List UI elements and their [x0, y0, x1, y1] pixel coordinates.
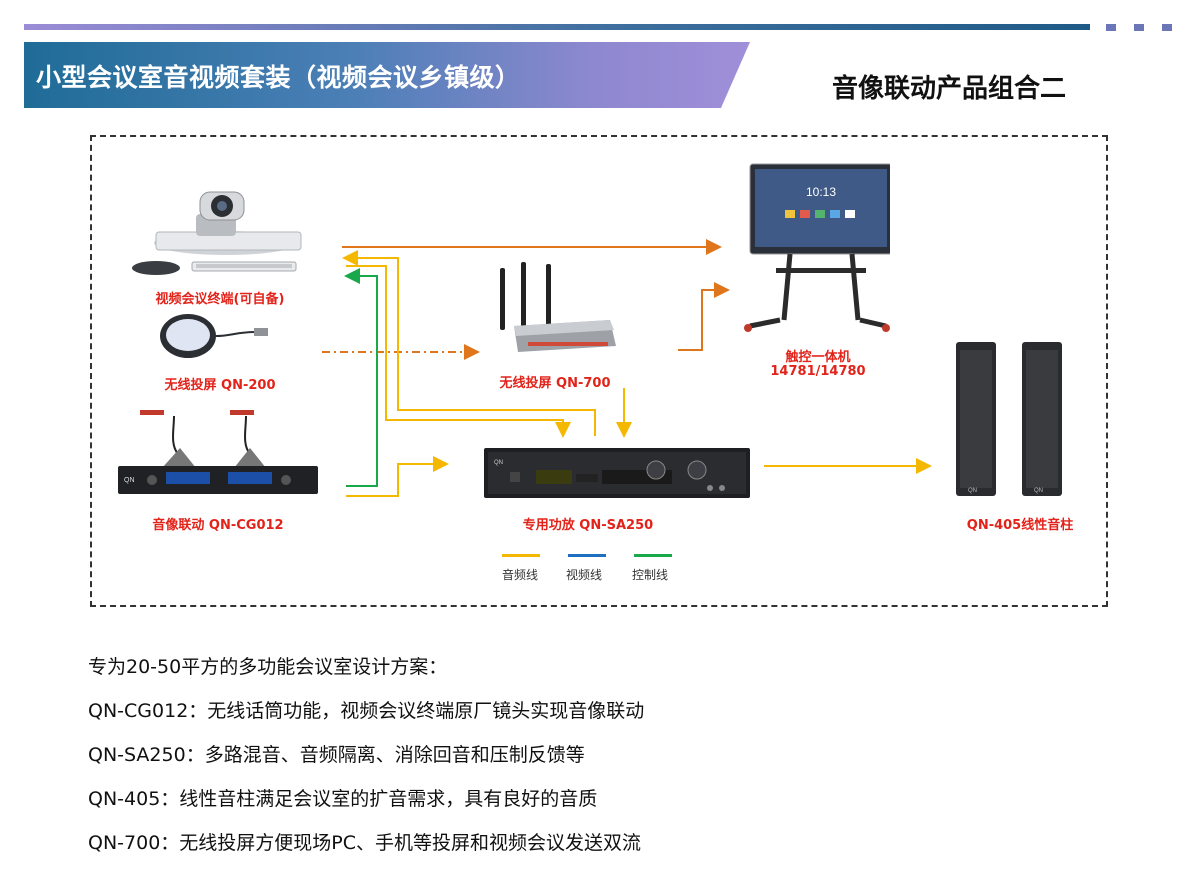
- cg012-label: 音像联动 QN-CG012: [152, 518, 284, 533]
- description-line-1: 专为20-50平方的多功能会议室设计方案：: [88, 656, 448, 678]
- cg012-receiver-device: QN: [118, 410, 318, 494]
- terminal-label: 视频会议终端(可自备): [155, 292, 285, 307]
- panel-label: 触控一体机: [785, 350, 851, 365]
- wire-audio-amp-to-terminal-1: [342, 250, 596, 436]
- speaker-right-brand-mark: QN: [1034, 488, 1043, 494]
- description-line-2: QN-CG012：无线话筒功能，视频会议终端原厂镜头实现音像联动: [88, 700, 645, 722]
- wire-audio-cg012-to-amp: [346, 456, 449, 497]
- legend-control-line: [634, 554, 672, 557]
- qn200-dongle-device: [160, 314, 268, 358]
- wire-audio-terminal-to-amp-2: [346, 265, 571, 438]
- qn200-label: 无线投屏 QN-200: [164, 378, 276, 393]
- wire-qn700-to-panel: [678, 282, 730, 351]
- video-terminal-device: [132, 191, 302, 275]
- sa250-label: 专用功放 QN-SA250: [522, 518, 654, 533]
- panel-model-label: 14781/14780: [770, 364, 866, 379]
- header-top-bar: [24, 24, 1090, 30]
- banner-title: 小型会议室音视频套装（视频会议乡镇级）: [36, 63, 521, 92]
- sa250-brand-mark: QN: [494, 460, 503, 466]
- description-line-3: QN-SA250：多路混音、音频隔离、消除回音和压制反馈等: [88, 744, 585, 766]
- sa250-amplifier-device: QN: [484, 448, 750, 498]
- legend-audio-line: [502, 554, 540, 557]
- touch-panel-device: 10:13: [744, 163, 890, 332]
- description-line-5: QN-700：无线投屏方便现场PC、手机等投屏和视频会议发送双流: [88, 832, 642, 854]
- diagram-frame: [90, 135, 1108, 607]
- wire-control-cg012-to-terminal: [344, 268, 378, 487]
- legend-audio-label: 音频线: [502, 568, 539, 582]
- qn405-label: QN-405线性音柱: [966, 518, 1074, 533]
- qn700-label: 无线投屏 QN-700: [499, 376, 611, 391]
- header-square: [1134, 24, 1144, 31]
- description-line-4: QN-405：线性音柱满足会议室的扩音需求，具有良好的音质: [88, 788, 598, 810]
- legend-video-line: [568, 554, 606, 557]
- panel-screen-time: 10:13: [806, 185, 836, 199]
- legend-control-label: 控制线: [632, 568, 669, 582]
- speaker-left-brand-mark: QN: [968, 488, 977, 494]
- header-square: [1162, 24, 1172, 31]
- qn405-speaker-columns-device: QN QN: [956, 342, 1062, 496]
- page-subtitle: 音像联动产品组合二: [832, 74, 1067, 104]
- qn700-transmitter-device: [500, 262, 616, 352]
- title-banner: [24, 42, 750, 108]
- legend-video-label: 视频线: [566, 568, 603, 582]
- cg012-brand-mark: QN: [124, 477, 135, 484]
- header-square: [1106, 24, 1116, 31]
